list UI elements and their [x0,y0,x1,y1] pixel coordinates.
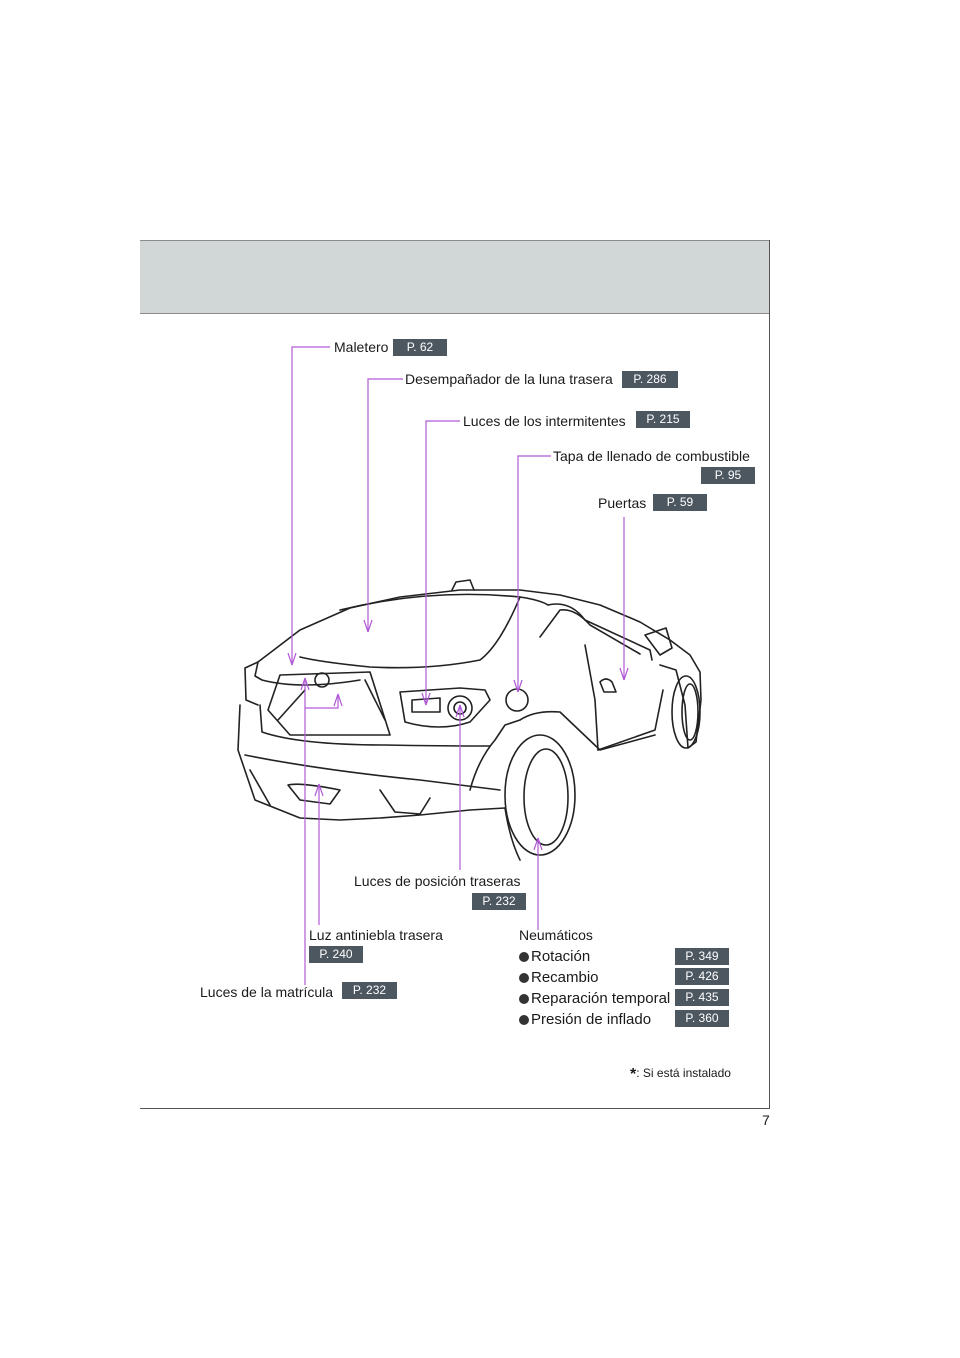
page-number: 7 [762,1112,770,1128]
neumaticos-item-recambio: Recambio [519,969,599,986]
neumaticos-item-reparacion: Reparación temporal [519,990,670,1007]
callout-combustible-label: Tapa de llenado de combustible [553,448,750,464]
leader-lines [287,346,629,985]
bottom-rule [140,1108,770,1109]
callout-combustible-page-badge[interactable]: P. 95 [701,467,755,484]
callout-intermitentes-page-badge[interactable]: P. 215 [636,411,690,428]
callout-puertas-page-badge[interactable]: P. 59 [653,494,707,511]
footnote: *: Si está instalado [630,1066,731,1084]
neumaticos-item-rotacion-page-badge[interactable]: P. 349 [675,948,729,965]
callout-desempanador-page-badge[interactable]: P. 286 [622,371,678,388]
callout-maletero-page-badge[interactable]: P. 62 [393,339,447,356]
callout-maletero-label: Maletero [334,339,389,355]
callout-posicion-label: Luces de posición traseras [354,873,521,889]
callout-intermitentes-label: Luces de los intermitentes [463,413,626,429]
neumaticos-item-presion: Presión de inflado [519,1011,651,1028]
callout-puertas-label: Puertas [598,495,647,511]
callout-desempanador-label: Desempañador de la luna trasera [405,371,613,387]
callout-antiniebla-page-badge[interactable]: P. 240 [309,946,363,963]
bullet-icon [519,952,529,962]
neumaticos-item-presion-page-badge[interactable]: P. 360 [675,1010,729,1027]
bullet-icon [519,994,529,1004]
neumaticos-item-recambio-page-badge[interactable]: P. 426 [675,968,729,985]
callout-matricula-page-badge[interactable]: P. 232 [342,982,397,999]
header-band [140,240,769,314]
car-rear-view-drawing [237,579,702,861]
callout-posicion-page-badge[interactable]: P. 232 [472,893,526,910]
callout-antiniebla-label: Luz antiniebla trasera [309,927,443,943]
neumaticos-item-rotacion: Rotación [519,948,590,965]
neumaticos-item-reparacion-page-badge[interactable]: P. 435 [675,989,729,1006]
frame-right-line [769,240,770,1109]
bullet-icon [519,1015,529,1025]
bullet-icon [519,973,529,983]
asterisk-icon: * [630,1066,637,1083]
callout-matricula-label: Luces de la matrícula [200,984,334,1000]
callout-neumaticos-label: Neumáticos [519,927,593,943]
footnote-text: : Si está instalado [636,1066,731,1080]
